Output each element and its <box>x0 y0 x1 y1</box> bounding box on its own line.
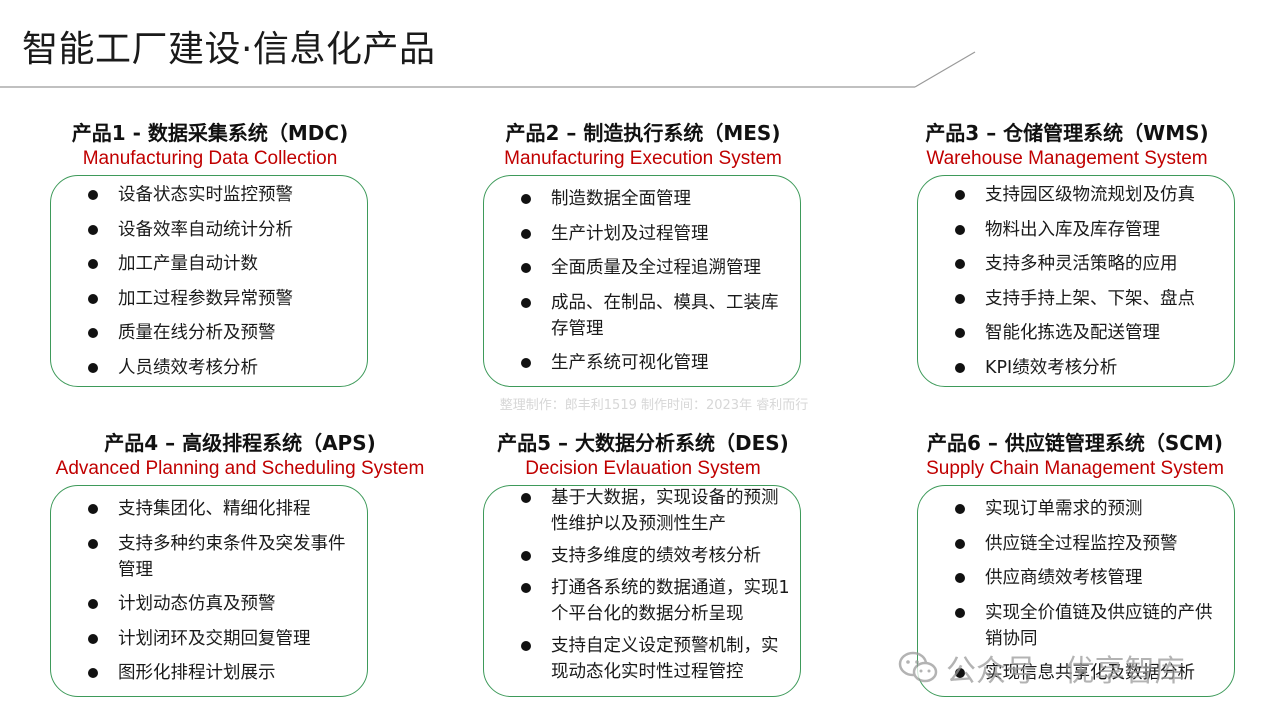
bullet-icon <box>88 259 98 269</box>
bullet-icon <box>88 362 98 373</box>
feature-box <box>50 175 368 387</box>
card-title: 产品6 – 供应链管理系统（SCM) <box>927 431 1223 455</box>
list-item: 成品、在制品、模具、工装库存管理 <box>521 290 791 342</box>
bullet-icon <box>88 633 98 644</box>
feature-box <box>917 485 1235 697</box>
list-item: 全面质量及全过程追溯管理 <box>521 255 791 281</box>
list-item: 设备状态实时监控预警 <box>88 182 388 208</box>
card-title: 产品3 – 仓储管理系统（WMS) <box>925 121 1209 145</box>
list-item: 计划动态仿真及预警 <box>88 591 358 617</box>
list-item: 实现信息共享化及数据分析 <box>955 660 1225 686</box>
list-item: 智能化拣选及配送管理 <box>955 320 1255 346</box>
bullet-icon <box>521 641 531 651</box>
feature-list: 支持集团化、精细化排程 支持多种约束条件及突发事件管理 计划动态仿真及预警 计划… <box>88 496 358 695</box>
list-item: 支持多维度的绩效考核分析 <box>521 543 791 569</box>
feature-list: 支持园区级物流规划及仿真 物料出入库及库存管理 支持多种灵活策略的应用 支持手持… <box>955 182 1255 389</box>
bullet-icon <box>521 493 531 503</box>
bullet-icon <box>521 583 531 593</box>
bullet-icon <box>955 504 965 514</box>
bullet-icon <box>88 668 98 678</box>
bullet-icon <box>955 607 965 618</box>
bullet-icon <box>88 190 98 200</box>
bullet-icon <box>88 599 98 609</box>
list-item: 制造数据全面管理 <box>521 186 791 212</box>
list-item: 支持多种约束条件及突发事件管理 <box>88 531 358 583</box>
bullet-icon <box>955 573 965 583</box>
bullet-icon <box>88 224 98 235</box>
bullet-icon <box>521 551 531 561</box>
feature-box <box>917 175 1235 387</box>
bullet-icon <box>955 538 965 549</box>
list-item: 支持多种灵活策略的应用 <box>955 251 1255 277</box>
card-subtitle: Manufacturing Data Collection <box>82 148 338 169</box>
list-item: 基于大数据，实现设备的预测性维护以及预测性生产 <box>521 485 791 537</box>
bullet-icon <box>521 358 531 368</box>
list-item: 支持园区级物流规划及仿真 <box>955 182 1255 208</box>
list-item: 加工产量自动计数 <box>88 251 388 277</box>
feature-box <box>483 485 801 697</box>
bullet-icon <box>521 297 531 308</box>
bullet-icon <box>88 328 98 338</box>
bullet-icon <box>955 293 965 304</box>
list-item: 供应商绩效考核管理 <box>955 565 1225 591</box>
list-item: 打通各系统的数据通道，实现1个平台化的数据分析呈现 <box>521 575 791 627</box>
bullet-icon <box>955 328 965 338</box>
list-item: 质量在线分析及预警 <box>88 320 388 346</box>
list-item: 人员绩效考核分析 <box>88 355 388 381</box>
list-item: 实现订单需求的预测 <box>955 496 1225 522</box>
feature-list: 基于大数据，实现设备的预测性维护以及预测性生产 支持多维度的绩效考核分析 打通各… <box>521 485 791 691</box>
list-item: 物料出入库及库存管理 <box>955 217 1255 243</box>
list-item: 支持集团化、精细化排程 <box>88 496 358 522</box>
feature-box <box>50 485 368 697</box>
feature-box <box>483 175 801 387</box>
bullet-icon <box>88 538 98 549</box>
bullet-icon <box>955 362 965 373</box>
bullet-icon <box>521 263 531 273</box>
feature-list: 制造数据全面管理 生产计划及过程管理 全面质量及全过程追溯管理 成品、在制品、模… <box>521 186 791 385</box>
feature-list: 设备状态实时监控预警 设备效率自动统计分析 加工产量自动计数 加工过程参数异常预… <box>88 182 388 389</box>
card-subtitle: Advanced Planning and Scheduling System <box>55 458 425 479</box>
list-item: 加工过程参数异常预警 <box>88 286 388 312</box>
bullet-icon <box>88 504 98 514</box>
wechat-icon <box>898 651 938 683</box>
bullet-icon <box>955 668 965 678</box>
card-subtitle: Manufacturing Execution System <box>504 148 782 169</box>
bullet-icon <box>955 259 965 269</box>
card-title: 产品4 – 高级排程系统（APS) <box>104 431 376 455</box>
title-underline <box>0 51 976 88</box>
card-subtitle: Warehouse Management System <box>926 148 1208 169</box>
wechat-watermark: 公众号 · 优享智库 <box>898 646 1185 690</box>
wechat-text: 公众号 · 优享智库 <box>946 654 1185 689</box>
bullet-icon <box>521 228 531 239</box>
bullet-icon <box>955 224 965 235</box>
list-item: 生产系统可视化管理 <box>521 350 791 376</box>
bullet-icon <box>955 190 965 200</box>
bullet-icon <box>521 194 531 204</box>
page-title: 智能工厂建设·信息化产品 <box>22 29 436 70</box>
card-title: 产品2 – 制造执行系统（MES) <box>505 121 781 145</box>
list-item: 支持自定义设定预警机制，实现动态化实时性过程管控 <box>521 633 791 685</box>
watermark-text: 整理制作：郎丰利1519 制作时间：2023年 睿利而行 <box>499 398 809 413</box>
list-item: KPI绩效考核分析 <box>955 355 1255 381</box>
list-item: 生产计划及过程管理 <box>521 221 791 247</box>
bullet-icon <box>88 293 98 304</box>
list-item: 供应链全过程监控及预警 <box>955 531 1225 557</box>
card-title: 产品5 – 大数据分析系统（DES) <box>497 431 789 455</box>
list-item: 图形化排程计划展示 <box>88 660 358 686</box>
list-item: 设备效率自动统计分析 <box>88 217 388 243</box>
list-item: 实现全价值链及供应链的产供销协同 <box>955 600 1225 652</box>
card-title: 产品1 - 数据采集系统（MDC) <box>71 121 349 145</box>
list-item: 计划闭环及交期回复管理 <box>88 626 358 652</box>
card-subtitle: Decision Evlauation System <box>525 458 761 479</box>
feature-list: 实现订单需求的预测 供应链全过程监控及预警 供应商绩效考核管理 实现全价值链及供… <box>955 496 1225 695</box>
card-subtitle: Supply Chain Management System <box>926 458 1224 479</box>
list-item: 支持手持上架、下架、盘点 <box>955 286 1255 312</box>
